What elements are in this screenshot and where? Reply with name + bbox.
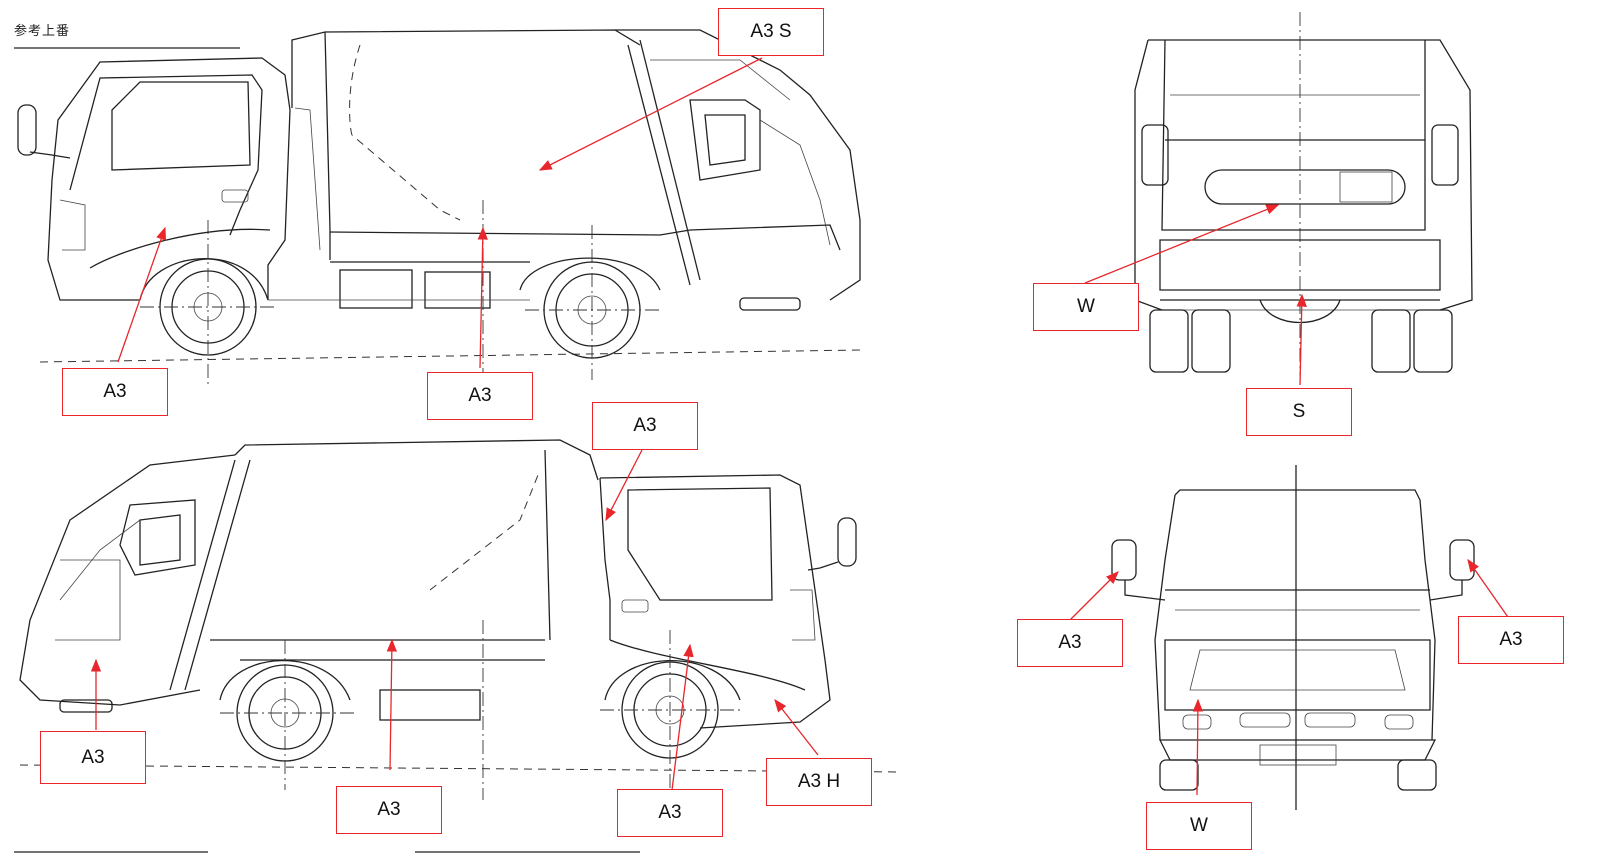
arrow-side2-cab <box>671 643 694 791</box>
label-side2-mid: A3 <box>336 786 442 834</box>
arrow-front-bottom <box>1192 698 1204 796</box>
label-side1-left: A3 <box>62 368 168 416</box>
label-side2-top: A3 <box>592 402 698 450</box>
label-side2-rear: A3 <box>40 731 146 784</box>
arrow-rear-bottom <box>1296 293 1307 386</box>
label-rear-bottom: S <box>1246 388 1352 436</box>
label-side1-mid: A3 <box>427 372 533 420</box>
header-note: 参考上番 <box>14 24 71 39</box>
arrow-front-right <box>1467 558 1511 621</box>
label-side2-front: A3 H <box>766 758 872 806</box>
label-front-right: A3 <box>1458 616 1564 664</box>
arrow-side1-top <box>538 57 763 171</box>
label-side1-top: A3 S <box>718 8 824 56</box>
arrow-side2-top <box>605 449 643 522</box>
arrow-side2-mid <box>386 638 398 771</box>
arrow-side1-left <box>117 226 167 363</box>
rear-view <box>1134 12 1473 380</box>
arrow-side2-front <box>774 698 819 756</box>
arrow-rear-left <box>1084 204 1280 284</box>
side-view-bottom <box>19 439 901 800</box>
annotation-arrows <box>90 57 1511 796</box>
arrow-front-left <box>1069 571 1119 621</box>
label-side2-cab: A3 <box>617 789 723 837</box>
front-view <box>1111 465 1475 810</box>
label-front-bottom: W <box>1146 802 1252 850</box>
label-front-left: A3 <box>1017 619 1123 667</box>
label-rear-left: W <box>1033 283 1139 331</box>
arrow-side1-mid <box>477 226 488 369</box>
side-view-top <box>17 29 861 400</box>
